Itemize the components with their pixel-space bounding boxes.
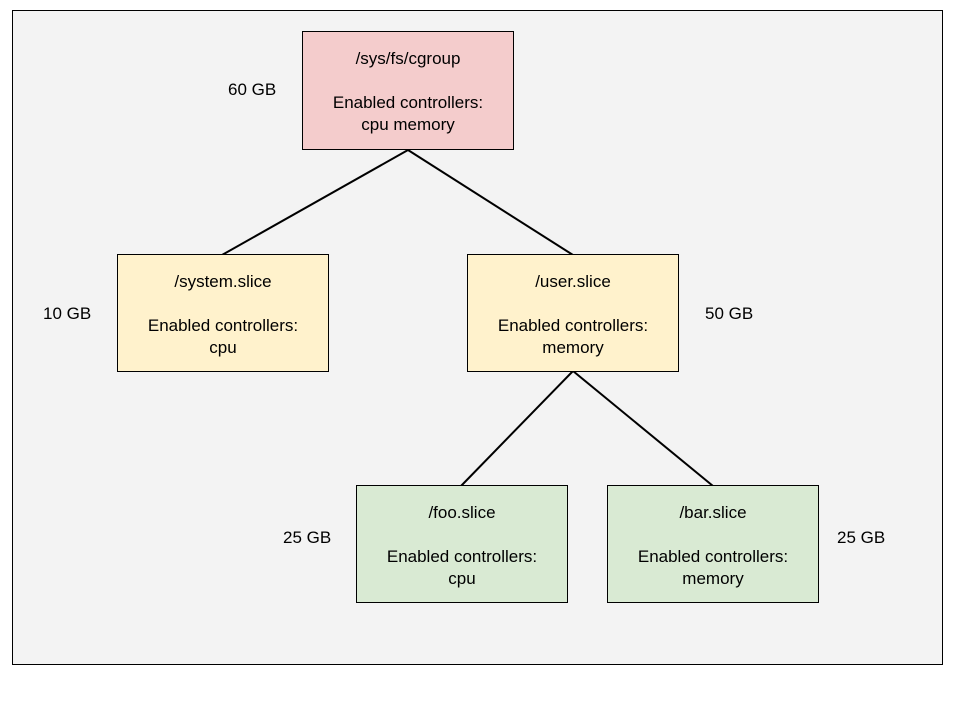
node-system-controllers: cpu [209, 338, 237, 357]
size-root: 60 GB [228, 80, 277, 99]
node-system-slice: /system.slice Enabled controllers: cpu [117, 254, 329, 372]
size-system: 10 GB [43, 304, 92, 323]
node-foo-controllers-label: Enabled controllers: [386, 547, 538, 566]
size-bar: 25 GB [837, 528, 886, 547]
node-system-controllers-label: Enabled controllers: [147, 316, 299, 335]
node-user-controllers-label: Enabled controllers: [497, 316, 649, 335]
size-user: 50 GB [705, 304, 754, 323]
node-foo-controllers: cpu [448, 569, 476, 588]
node-foo-name: /foo.slice [428, 503, 496, 522]
node-bar-controllers: memory [682, 569, 744, 588]
node-bar-slice: /bar.slice Enabled controllers: memory [607, 485, 819, 603]
node-system-name: /system.slice [174, 272, 272, 291]
node-user-name: /user.slice [535, 272, 611, 291]
node-bar-name: /bar.slice [679, 503, 747, 522]
size-foo: 25 GB [283, 528, 332, 547]
node-root-name: /sys/fs/cgroup [355, 49, 461, 68]
node-root-controllers-label: Enabled controllers: [332, 93, 484, 112]
node-root-cgroup: /sys/fs/cgroup Enabled controllers: cpu … [302, 31, 514, 150]
node-user-controllers: memory [542, 338, 604, 357]
node-root-controllers: cpu memory [361, 115, 455, 134]
node-foo-slice: /foo.slice Enabled controllers: cpu [356, 485, 568, 603]
node-user-slice: /user.slice Enabled controllers: memory [467, 254, 679, 372]
node-bar-controllers-label: Enabled controllers: [637, 547, 789, 566]
